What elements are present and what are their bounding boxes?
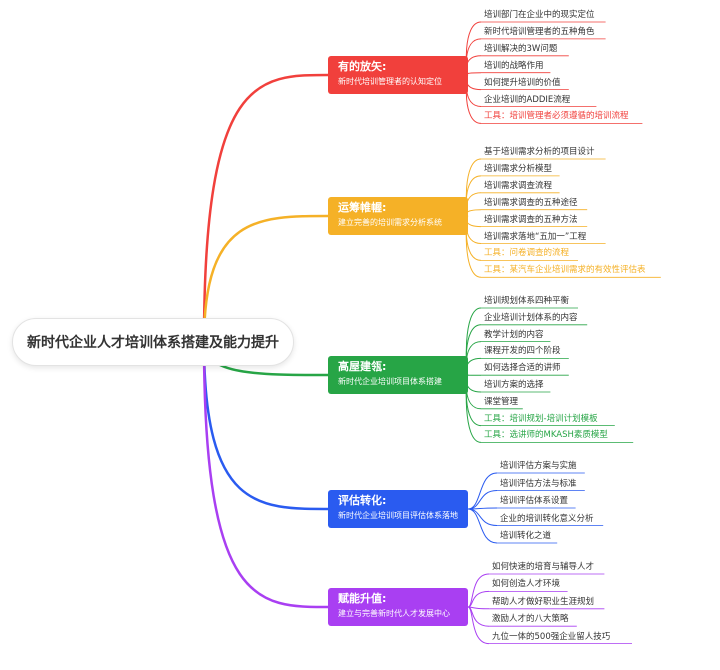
leaf-item[interactable]: 企业培训的ADDIE流程 bbox=[484, 94, 571, 105]
leaf-item[interactable]: 培训转化之道 bbox=[500, 531, 552, 541]
leaf-item[interactable]: 企业的培训转化意义分析 bbox=[500, 513, 594, 524]
leaf-item[interactable]: 培训评估体系设置 bbox=[500, 496, 569, 506]
branch-topic[interactable]: 评估转化: 新时代企业培训项目评估体系落地 bbox=[328, 490, 468, 528]
leaf-connector bbox=[465, 215, 482, 244]
root-branch-connector bbox=[202, 341, 329, 511]
leaf-item[interactable]: 如何快速的培育与辅导人才 bbox=[492, 562, 595, 572]
branch-title: 评估转化: bbox=[338, 494, 387, 507]
leaf-connector bbox=[467, 606, 490, 610]
leaf-item[interactable]: 课堂管理 bbox=[484, 396, 519, 407]
leaf-item[interactable]: 培训评估方案与实施 bbox=[500, 461, 577, 471]
leaf-item[interactable]: 培训需求分析模型 bbox=[484, 163, 553, 174]
leaf-connector bbox=[465, 192, 482, 217]
leaf-item[interactable]: 培训需求调查流程 bbox=[484, 180, 553, 191]
leaf-connector bbox=[465, 374, 482, 393]
leaf-connector bbox=[467, 508, 498, 526]
leaf-connector bbox=[465, 357, 482, 376]
leaf-item[interactable]: 帮助人才做好职业生涯规划 bbox=[492, 596, 595, 607]
leaf-item[interactable]: 课程开发的四个阶段 bbox=[484, 346, 561, 357]
leaf-item[interactable]: 培训需求落地“五加一”工程 bbox=[484, 231, 587, 242]
leaf-connector bbox=[467, 573, 490, 608]
leaf-item[interactable]: 基于培训需求分析的项目设计 bbox=[484, 147, 595, 157]
leaf-item[interactable]: 教学计划的内容 bbox=[484, 329, 544, 340]
leaf-connector bbox=[465, 209, 482, 217]
leaf-item[interactable]: 培训评估方法与标准 bbox=[500, 478, 577, 489]
branch-subtitle: 建立与完善新时代人才发展中心 bbox=[338, 609, 450, 618]
leaf-item[interactable]: 如何创造人才环境 bbox=[492, 579, 561, 590]
leaf-item[interactable]: 企业培训计划体系的内容 bbox=[484, 312, 578, 323]
branch-title: 赋能升值: bbox=[338, 592, 387, 605]
branch-subtitle: 建立完善的培训需求分析系统 bbox=[338, 218, 442, 227]
branch-subtitle: 新时代企业培训项目评估体系落地 bbox=[338, 511, 458, 520]
tool-item[interactable]: 工具：某汽车企业培训需求的有效性评估表 bbox=[484, 265, 646, 276]
leaf-connector bbox=[465, 74, 482, 124]
leaf-connector bbox=[467, 606, 490, 645]
leaf-item[interactable]: 九位一体的500强企业留人技巧 bbox=[492, 631, 611, 642]
branch-topic[interactable]: 有的放矢: 新时代培训管理者的认知定位 bbox=[328, 56, 468, 94]
tool-item[interactable]: 工具：培训管理者必须遵循的培训流程 bbox=[484, 111, 629, 122]
leaf-item[interactable]: 新时代培训管理者的五种角色 bbox=[484, 26, 595, 37]
leaf-connector bbox=[467, 590, 490, 608]
branch-title: 运筹帷幄: bbox=[338, 201, 387, 214]
leaf-item[interactable]: 培训部门在企业中的现实定位 bbox=[484, 10, 595, 20]
branch-topic[interactable]: 赋能升值: 建立与完善新时代人才发展中心 bbox=[328, 588, 468, 626]
leaf-connector bbox=[465, 55, 482, 76]
branch-topic[interactable]: 运筹帷幄: 建立完善的培训需求分析系统 bbox=[328, 197, 468, 235]
root-branch-connector bbox=[202, 73, 329, 343]
leaf-connector bbox=[467, 490, 498, 510]
leaf-connector bbox=[467, 606, 490, 627]
leaf-connector bbox=[465, 215, 482, 261]
root-branch-connector bbox=[202, 214, 329, 343]
tool-item[interactable]: 工具：选讲师的MKASH素质模型 bbox=[484, 430, 608, 441]
leaf-connector bbox=[467, 508, 498, 544]
leaf-connector bbox=[465, 72, 482, 76]
branch-subtitle: 新时代培训管理者的认知定位 bbox=[338, 77, 442, 86]
branch-subtitle: 新时代企业培训项目体系搭建 bbox=[338, 377, 442, 386]
tool-item[interactable]: 工具：问卷调查的流程 bbox=[484, 248, 570, 259]
root-branch-connector bbox=[202, 341, 329, 609]
branch-title: 高屋建瓴: bbox=[338, 360, 387, 373]
leaf-item[interactable]: 培训的战略作用 bbox=[484, 60, 544, 71]
leaf-item[interactable]: 培训需求调查的五种途径 bbox=[484, 197, 578, 208]
leaf-item[interactable]: 培训解决的3W问题 bbox=[484, 43, 558, 54]
root-topic[interactable]: 新时代企业人才培训体系搭建及能力提升 bbox=[12, 318, 294, 366]
leaf-connector bbox=[465, 74, 482, 107]
tool-item[interactable]: 工具：培训规划-培训计划模板 bbox=[484, 413, 598, 424]
leaf-connector bbox=[465, 74, 482, 91]
leaf-item[interactable]: 培训规划体系四种平衡 bbox=[484, 296, 570, 306]
leaf-item[interactable]: 激励人才的八大策略 bbox=[492, 614, 569, 625]
leaf-item[interactable]: 培训方案的选择 bbox=[484, 380, 544, 390]
branch-topic[interactable]: 高屋建瓴: 新时代企业培训项目体系搭建 bbox=[328, 356, 468, 394]
leaf-item[interactable]: 培训需求调查的五种方法 bbox=[484, 214, 578, 225]
leaf-item[interactable]: 如何提升培训的价值 bbox=[484, 77, 561, 88]
leaf-connector bbox=[465, 215, 482, 228]
branch-title: 有的放矢: bbox=[338, 60, 387, 73]
leaf-connector bbox=[467, 472, 498, 510]
leaf-item[interactable]: 如何选择合适的讲师 bbox=[484, 363, 561, 374]
